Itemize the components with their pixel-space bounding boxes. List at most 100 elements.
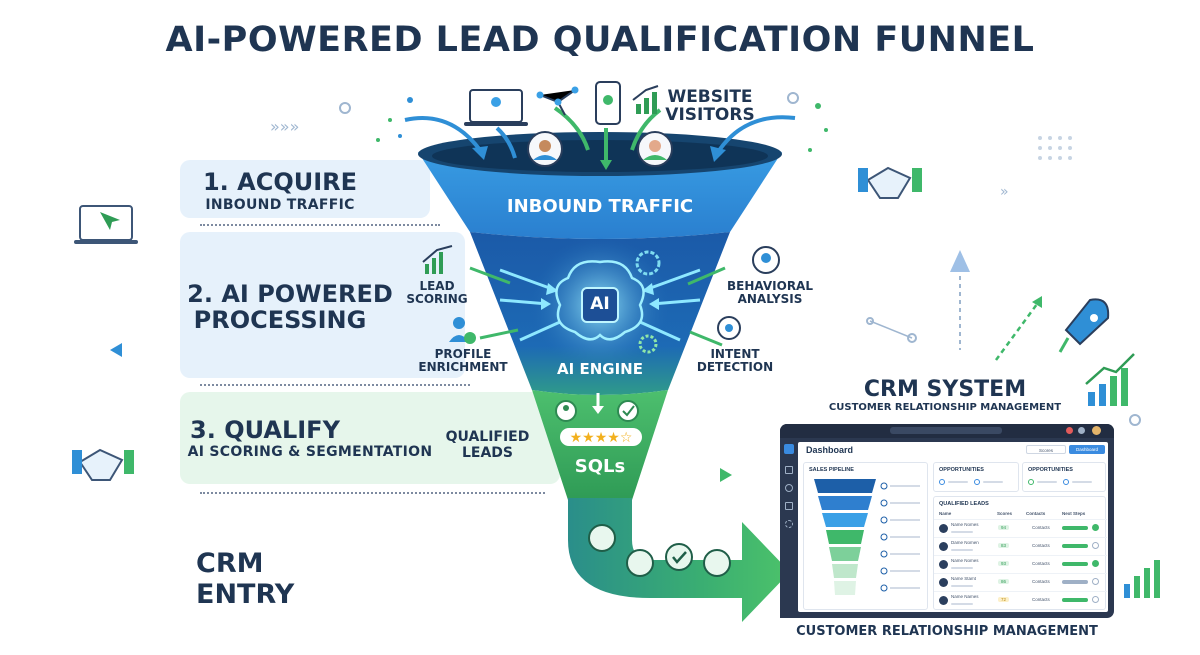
stage-sub-acquire: INBOUND TRAFFIC bbox=[205, 197, 355, 213]
scores-button-label: Scores bbox=[1038, 448, 1053, 453]
page-title: AI-POWERED LEAD QUALIFICATION FUNNEL bbox=[165, 20, 1035, 60]
svg-text:»»»: »»» bbox=[270, 117, 299, 136]
behavioral-analysis-label: BEHAVIORAL bbox=[727, 279, 813, 293]
column-header: Scores bbox=[997, 511, 1013, 516]
ai-chip bbox=[581, 287, 619, 323]
lead-name: Name Names bbox=[951, 594, 979, 599]
stage-sub-qualify: AI SCORING & SEGMENTATION bbox=[187, 444, 433, 460]
stage-label-qualify: 3. QUALIFY bbox=[190, 416, 340, 444]
lead-contact: Contacts bbox=[1032, 579, 1050, 584]
dashboard-sidebar bbox=[780, 438, 798, 618]
gear-icon bbox=[635, 250, 661, 276]
stage-label-processing: 2. AI POWERED bbox=[187, 280, 393, 308]
dashboard-button[interactable]: Dashboard bbox=[1069, 445, 1105, 454]
dashboard-button-label: Dashboard bbox=[1075, 447, 1098, 452]
ai-chip-label: AI bbox=[590, 294, 610, 314]
ai-engine-label: AI ENGINE bbox=[557, 360, 643, 378]
stage-panel-processing bbox=[180, 232, 465, 378]
opportunities-title-2: OPPORTUNITIES bbox=[1028, 467, 1073, 473]
check-icon bbox=[1092, 524, 1099, 531]
lead-contact: Contacts bbox=[1032, 561, 1050, 566]
handshake-icon bbox=[78, 448, 124, 481]
lead-scoring-icon bbox=[422, 245, 453, 274]
profile-enrichment-label: PROFILE bbox=[434, 347, 492, 361]
stage-label-acquire: 1. ACQUIRE bbox=[202, 168, 358, 196]
check-icon bbox=[617, 400, 639, 422]
qualified-leads-label-2: LEADS bbox=[461, 445, 514, 461]
table-row[interactable]: Name Stamt 86 Contacts bbox=[934, 573, 1107, 591]
lead-score: 94 bbox=[998, 525, 1010, 530]
avatar bbox=[939, 560, 948, 569]
users-icon[interactable] bbox=[785, 484, 793, 492]
mini-funnel bbox=[814, 479, 920, 595]
check-icon bbox=[1092, 578, 1099, 585]
svg-text:★★★★☆: ★★★★☆ bbox=[570, 430, 633, 446]
crm-dashboard: Dashboard Scores Dashboard SALES PIPELIN… bbox=[780, 424, 1114, 618]
opportunities-card-2: OPPORTUNITIES bbox=[1022, 462, 1106, 492]
avatar bbox=[939, 578, 948, 587]
avatar bbox=[939, 596, 948, 605]
stage-label-processing-2: PROCESSING bbox=[193, 306, 367, 334]
intent-detection-label: INTENT bbox=[710, 347, 760, 361]
sales-pipeline-card: SALES PIPELINE bbox=[803, 462, 928, 610]
avatar bbox=[939, 542, 948, 551]
qualified-leads-title: QUALIFIED LEADS bbox=[939, 501, 989, 507]
rocket-icon bbox=[1058, 298, 1110, 353]
settings-icon[interactable] bbox=[785, 520, 793, 528]
crm-title: CRM SYSTEM bbox=[863, 377, 1027, 402]
dashboard-topbar bbox=[780, 424, 1114, 438]
opportunities-title-1: OPPORTUNITIES bbox=[939, 467, 984, 473]
arrow-in bbox=[499, 268, 556, 292]
crm-caption: CUSTOMER RELATIONSHIP MANAGEMENT bbox=[796, 624, 1098, 639]
lead-contact: Contacts bbox=[1032, 597, 1050, 602]
column-header: Next Steps bbox=[1062, 511, 1086, 516]
dashboard-title: Dashboard bbox=[806, 445, 854, 455]
funnel-inbound-label: INBOUND TRAFFIC bbox=[506, 196, 694, 217]
sales-pipeline-title: SALES PIPELINE bbox=[809, 467, 854, 473]
table-row[interactable]: Name Nomes 93 Contacts bbox=[934, 555, 1107, 573]
home-icon[interactable] bbox=[784, 444, 794, 454]
stage-label-crm-entry: CRM ENTRY bbox=[196, 548, 295, 610]
stage-panel-acquire bbox=[180, 160, 430, 218]
growth-chart-icon bbox=[1124, 560, 1160, 598]
profile-enrichment-label-2: ENRICHMENT bbox=[418, 360, 508, 374]
lead-scoring-label-2: SCORING bbox=[406, 292, 468, 306]
column-header: Contacts bbox=[1026, 511, 1046, 516]
table-row[interactable]: Name Nomes 94 Contacts bbox=[934, 519, 1107, 537]
qualified-leads-card: QUALIFIED LEADS Name Scores Contacts Nex… bbox=[933, 496, 1107, 610]
lead-scoring-label: LEAD bbox=[419, 279, 455, 293]
sqls-label: SQLs bbox=[574, 456, 626, 477]
inflow-arrow bbox=[404, 116, 482, 152]
column-header: Name bbox=[939, 511, 952, 516]
check-icon bbox=[1092, 596, 1099, 603]
check-icon bbox=[1092, 560, 1099, 567]
intent-detection-label-2: DETECTION bbox=[696, 360, 774, 374]
qualified-leads-label: QUALIFIED bbox=[445, 429, 530, 445]
website-visitors-label: WEBSITE bbox=[667, 87, 753, 107]
table-row[interactable]: Name Names 72 Contacts bbox=[934, 591, 1107, 609]
avatar[interactable] bbox=[1092, 426, 1101, 435]
menu-icon[interactable] bbox=[785, 466, 793, 474]
lead-name: Name Stamt bbox=[951, 576, 977, 581]
gear-icon bbox=[638, 334, 658, 354]
check-icon bbox=[665, 543, 693, 571]
growth-chart-icon bbox=[1085, 353, 1135, 406]
calendar-icon[interactable] bbox=[785, 502, 793, 510]
lead-contact: Contacts bbox=[1032, 543, 1050, 548]
handshake-icon bbox=[866, 166, 912, 199]
table-row[interactable]: Dame Nomen 83 Contacts bbox=[934, 537, 1107, 555]
user-icon bbox=[588, 524, 616, 552]
dashboard-main: Dashboard Scores Dashboard SALES PIPELIN… bbox=[798, 442, 1108, 612]
monitor-icon bbox=[79, 205, 133, 241]
divider bbox=[200, 224, 440, 226]
scores-button[interactable]: Scores bbox=[1026, 445, 1066, 454]
divider bbox=[200, 492, 545, 494]
website-visitors-label-2: VISITORS bbox=[665, 105, 755, 125]
opportunities-card-1: OPPORTUNITIES bbox=[933, 462, 1019, 492]
behavioral-analysis-label-2: ANALYSIS bbox=[737, 292, 803, 306]
lead-score: 72 bbox=[998, 597, 1010, 602]
lead-name: Name Nomes bbox=[951, 558, 979, 563]
svg-text:»: » bbox=[1000, 184, 1009, 200]
lead-score: 93 bbox=[998, 561, 1010, 566]
